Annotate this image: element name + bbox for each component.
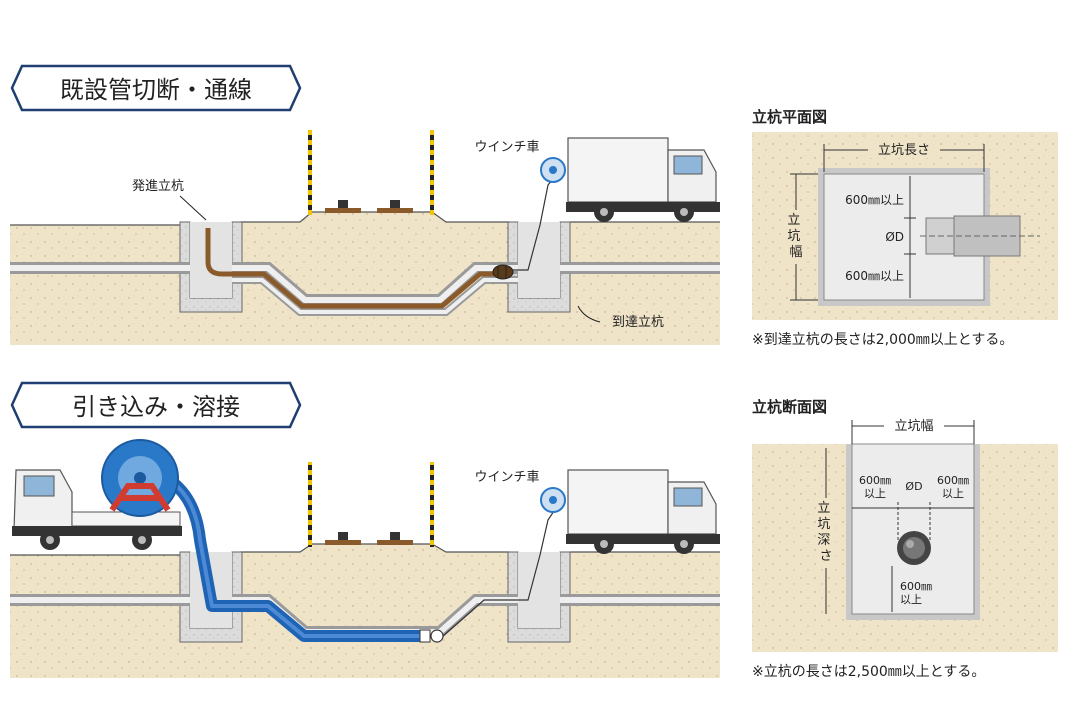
section1-launch-shaft (179, 221, 243, 313)
section-view-depth-char-4: さ (819, 549, 832, 564)
section2-title-banner: 引き込み・溶接 (10, 381, 302, 429)
section1-title-banner: 既設管切断・通線 (10, 64, 302, 112)
section-view-shaft-interior (851, 443, 975, 615)
section-view: 立杭断面図 立坑幅 立 坑 深 さ 600㎜ 以上 ØD 600㎜ 以上 (752, 398, 1058, 680)
section1-arrival-shaft-label: 到達立杭 (612, 315, 664, 330)
section1-title: 既設管切断・通線 (60, 76, 252, 104)
section2-winch-truck-label: ウインチ車 (474, 470, 539, 485)
section1-pole-right (430, 130, 434, 215)
plan-view-width-char-3: 幅 (789, 245, 802, 260)
section2: 引き込み・溶接 (10, 381, 720, 678)
plan-view-bottom-clearance: 600㎜以上 (845, 269, 904, 283)
section1-pole-left (308, 130, 312, 215)
section2-pole-left (308, 462, 312, 547)
plan-view-pipe (920, 215, 1040, 257)
section1-old-pipe-line (205, 228, 500, 309)
section2-reel-truck (12, 439, 182, 550)
section1-pulling-head (492, 264, 514, 280)
section1-existing-pipe (10, 262, 720, 316)
section2-arrival-shaft (507, 551, 571, 643)
section1: 既設管切断・通線 (10, 64, 720, 345)
section2-winch-truck (540, 469, 720, 554)
section-view-left-clear-1: 600㎜ (859, 474, 891, 487)
plan-view-width-label: 立 坑 幅 (787, 213, 804, 260)
section-view-diameter: ØD (905, 480, 922, 493)
section-view-bottom-clear-1: 600㎜ (900, 580, 932, 593)
section2-ground (10, 543, 720, 678)
section2-winch-cable (442, 501, 561, 637)
section-view-pipe (897, 531, 931, 565)
section1-winch-truck (540, 137, 720, 222)
plan-view-width-char-1: 立 (787, 213, 800, 228)
plan-view-width-char-2: 坑 (787, 229, 800, 244)
section-view-depth-label: 立 坑 深 さ (817, 501, 834, 564)
section-view-depth-char-3: 深 (817, 533, 830, 548)
section-view-depth-char-2: 坑 (817, 517, 830, 532)
section2-new-pipe-highlight (170, 480, 422, 638)
section-view-depth-char-1: 立 (817, 501, 830, 516)
plan-view-top-clearance: 600㎜以上 (845, 193, 904, 207)
plan-view-length-label: 立坑長さ (878, 143, 930, 158)
section1-rails (325, 200, 413, 213)
section1-launch-shaft-label: 発進立杭 (132, 179, 184, 194)
section1-launch-leader (179, 195, 207, 221)
section-view-bottom-clear-2: 以上 (900, 593, 922, 606)
section2-pulling-head (419, 629, 444, 643)
section2-rails (325, 532, 413, 545)
section-view-note: ※立杭の長さは2,500㎜以上とする。 (752, 664, 985, 680)
plan-view-diameter: ØD (885, 230, 904, 244)
section-view-right-clear-1: 600㎜ (937, 474, 969, 487)
section2-launch-shaft (179, 551, 243, 643)
section-view-right-clear-2: 以上 (942, 487, 964, 500)
plan-view-title: 立杭平面図 (752, 108, 827, 126)
plan-view: 立杭平面図 立坑長さ 立 坑 幅 600㎜以上 ØD 600㎜以上 (752, 108, 1058, 348)
section2-title: 引き込み・溶接 (72, 393, 240, 421)
section-view-left-clear-2: 以上 (864, 487, 886, 500)
section1-arrival-shaft (507, 221, 571, 313)
plan-view-note: ※到達立杭の長さは2,000㎜以上とする。 (752, 332, 1013, 348)
section-view-width-label: 立坑幅 (894, 419, 933, 434)
section2-pole-right (430, 462, 434, 547)
section-view-title: 立杭断面図 (752, 398, 827, 416)
section1-winch-truck-label: ウインチ車 (474, 140, 539, 155)
section1-arrival-leader (577, 305, 601, 323)
